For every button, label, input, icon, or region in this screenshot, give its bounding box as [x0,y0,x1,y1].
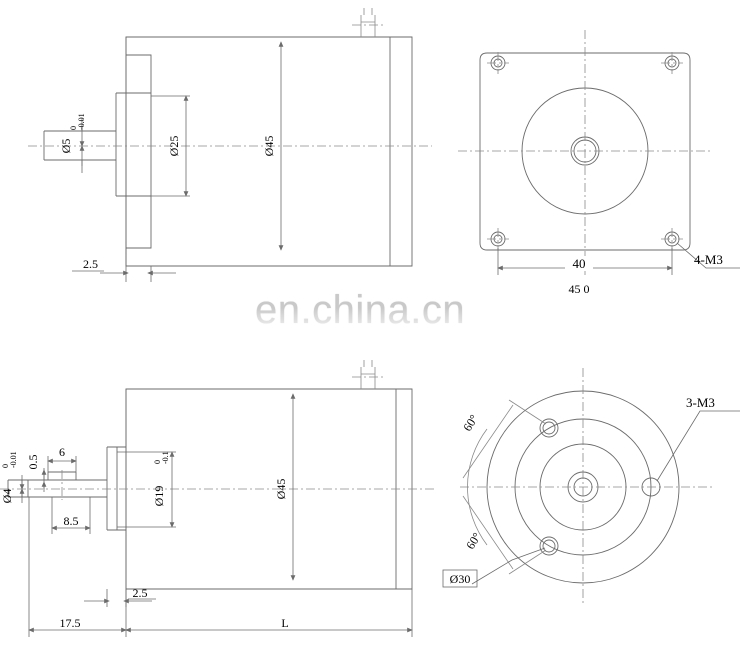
label-flange-thk-bottom: 2.5 [133,586,148,600]
label-bolt-circle: Ø30 [450,572,471,586]
label-shaft-dia-top: Ø5 [59,139,73,154]
label-body-dia-bottom: Ø45 [274,479,288,500]
view-bottom-left: Ø4 0 -0.01 0.5 6 Ø19 [0,360,436,637]
label-flange-thk-top: 2.5 [83,257,98,271]
mounting-hole [487,228,509,250]
label-body-dia-top: Ø45 [262,136,276,157]
label-shaft-dia-bottom: Ø4 [0,489,14,504]
label-shaft-tol-upper-top: 0 [69,126,78,130]
label-pilot-tol-upper: 0 [153,460,162,464]
label-pilot-tol-lower: -0.1 [161,451,170,464]
label-bolt-span: 40 [573,256,586,271]
mounting-hole [487,52,509,74]
view-top-right: 40 45 0 4-M3 [458,30,740,296]
label-flat-len: 6 [59,445,65,459]
label-pilot-dia-top: Ø25 [167,136,181,157]
label-angle-1: 60° [460,412,481,434]
view-top-left: Ø5 0 -0.01 Ø25 Ø45 [28,8,432,282]
label-angle-2: 60° [463,530,484,552]
label-thread-callout-bottom: 3-M3 [686,395,715,410]
tapped-hole [539,418,559,438]
view-bottom-right: 60° 60° 3-M3 Ø30 [442,368,740,606]
label-shaft-len: 8.5 [64,514,79,528]
label-front-len: 17.5 [60,616,81,630]
mounting-hole [661,228,683,250]
label-shaft-tol-lower-top: -0.01 [77,113,86,130]
label-thread-callout-top: 4-M3 [694,252,723,267]
label-body-len: L [281,616,288,630]
tapped-hole [641,477,661,497]
mounting-hole [661,52,683,74]
label-shaft-tol-upper-bottom: 0 [1,464,10,468]
label-pilot-dia-bottom: Ø19 [152,486,166,507]
label-flat-depth: 0.5 [26,455,40,470]
tapped-hole [539,536,559,556]
label-shaft-tol-lower-bottom: -0.01 [9,451,18,468]
label-flange-size: 45 0 [569,282,590,296]
